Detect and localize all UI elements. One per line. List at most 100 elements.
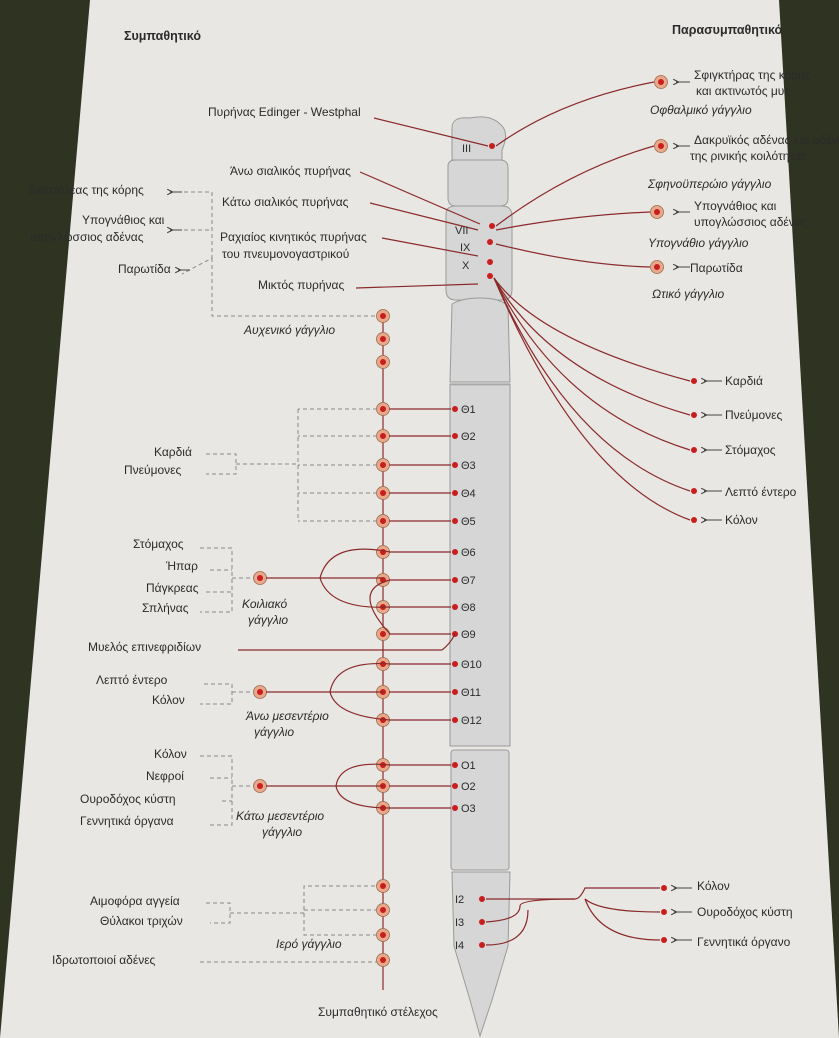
nucleus-dorsal-motor: Ραχιαίος κινητικός πυρήνας — [220, 230, 367, 244]
cranial-nucleus-dot-1 — [489, 223, 495, 229]
sacral-ganglion: Ιερό γάγγλιο — [276, 937, 342, 951]
thoracic-chain-ganglion-1-core — [380, 433, 386, 439]
page-corner-right — [779, 0, 839, 1038]
para-cranial-ganglion-1-core — [658, 143, 664, 149]
thoracic-chain-ganglion-3-core — [380, 490, 386, 496]
celiac-ganglion-node-core — [257, 575, 263, 581]
inf-mes-splanchnic — [335, 763, 391, 809]
thoracic-segment-10: Θ11 — [461, 687, 481, 699]
nucleus-superior-salivatory: Άνω σιαλικός πυρήνας — [230, 164, 351, 178]
vagus-target-dot-3 — [691, 488, 697, 494]
symp-target-stomach: Στόμαχος — [133, 537, 184, 551]
sacral-chain-ganglion-0-core — [380, 883, 386, 889]
sacral-target-dot-0 — [661, 885, 667, 891]
inf-mes-targets-bracket — [200, 755, 233, 826]
leader-ambiguus — [355, 283, 479, 289]
vagus-target-colon: Κόλον — [725, 513, 758, 527]
nerve-ix-to-otic — [495, 243, 651, 268]
vagus-target-dot-0 — [691, 378, 697, 384]
leader-superior-salivatory — [359, 171, 481, 225]
thoracic-chain-ganglion-4-core — [380, 518, 386, 524]
superior-mesenteric-ganglion-2: γάγγλιο — [254, 725, 294, 739]
sympathetic-trunk: Συμπαθητικό στέλεχος — [318, 1005, 438, 1019]
symp-target-hair-follicles: Θύλακοι τριχών — [100, 914, 183, 928]
symp-target-lungs: Πνεύμονες — [124, 463, 182, 477]
cranial-nucleus-dot-3 — [487, 259, 493, 265]
symp-target-small-intestine: Λεπτό έντερο — [96, 673, 168, 687]
nucleus-dorsal-motor-vagus: του πνευμονογαστρικού — [222, 247, 349, 261]
vagus-target-dot-1 — [691, 412, 697, 418]
cranial-nerve-x: X — [462, 260, 470, 272]
symp-target-bladder: Ουροδόχος κύστη — [80, 792, 176, 806]
header-parasympathetic: Παρασυμπαθητικό — [672, 23, 783, 37]
thoracic-root-dot-2 — [452, 462, 458, 468]
sacral-chain-ganglion-2-core — [380, 932, 386, 938]
vagus-branch-4 — [493, 277, 691, 521]
sup-mes-targets-dashes — [200, 683, 254, 705]
page-corner-left — [0, 0, 90, 1038]
spinal-cord — [445, 116, 513, 1038]
vagus-target-stomach: Στόμαχος — [725, 443, 776, 457]
cranial-nucleus-dot-4 — [487, 273, 493, 279]
thoracic-segment-1: Θ2 — [461, 431, 476, 443]
leader-dorsal-motor — [381, 237, 479, 257]
thoracic-root-dot-7 — [452, 604, 458, 610]
sup-mes-splanchnic — [329, 662, 391, 721]
lumbar-segment-0: Ο1 — [461, 760, 476, 772]
submandibular-ganglion: Υπογνάθιο γάγγλιο — [648, 236, 749, 250]
sacral-segment-1: Ι3 — [455, 917, 464, 929]
sacral-chain-ganglion-1-core — [380, 907, 386, 913]
thoracic-root-dot-11 — [452, 717, 458, 723]
thoracic-chain-ganglion-2-core — [380, 462, 386, 468]
para-target-pupil-2: και ακτινωτός μυς — [696, 84, 790, 98]
sacral-target-genitals: Γεννητικά όργανο — [697, 935, 791, 949]
leader-inferior-salivatory — [369, 202, 479, 231]
pterygopalatine-ganglion: Σφηνοϋπερώιο γάγγλιο — [647, 177, 772, 191]
sacral-root-dot-2 — [479, 942, 485, 948]
nucleus-edinger-westphal: Πυρήνας Edinger - Westphal — [208, 105, 361, 119]
symp-target-submandibular-2: υπογλώσσιος αδένας — [30, 230, 144, 244]
vagus-target-dot-4 — [691, 517, 697, 523]
cervical-chain-ganglion-1-core — [380, 336, 386, 342]
header-sympathetic: Συμπαθητικό — [124, 29, 201, 43]
thoracic-chain-ganglion-8-core — [380, 631, 386, 637]
symp-target-submandibular-1: Υπογνάθιος και — [82, 213, 165, 227]
adrenal-to-root — [441, 633, 456, 651]
symp-target-adrenal: Μυελός επινεφριδίων — [88, 640, 201, 654]
celiac-targets-bracket — [200, 547, 233, 613]
sacral-segment-0: Ι2 — [455, 894, 464, 906]
superior-mesenteric-ganglion-1: Άνω μεσεντέριο — [245, 709, 329, 723]
sacral-nerve-5 — [584, 898, 661, 941]
inferior-mesenteric-ganglion-node-core — [257, 783, 263, 789]
cervical-chain-ganglion-2-core — [380, 359, 386, 365]
nerve-vii-to-submandibular — [495, 211, 651, 231]
lumbar-root-dot-2 — [452, 805, 458, 811]
symp-target-colon-2: Κόλον — [154, 747, 187, 761]
symp-target-kidneys: Νεφροί — [146, 769, 184, 783]
celiac-ganglion-2: γάγγλιο — [248, 613, 288, 627]
para-target-lacrimal-1: Δακρυϊκός αδένας και αδένες — [694, 133, 839, 147]
celiac-splanchnic-2 — [369, 579, 391, 635]
symp-target-pupil-dilator: Διαστολέας της κόρης — [28, 183, 144, 197]
sacral-target-colon: Κόλον — [697, 879, 730, 893]
para-cranial-ganglion-0-core — [658, 79, 664, 85]
cranial-nucleus-dot-2 — [487, 239, 493, 245]
lumbar-segment-2: Ο3 — [461, 803, 476, 815]
inferior-mesenteric-ganglion-2: γάγγλιο — [262, 825, 302, 839]
vagus-target-lungs: Πνεύμονες — [725, 408, 783, 422]
thoracic-segment-8: Θ9 — [461, 629, 476, 641]
vagus-branch-2 — [493, 277, 691, 451]
thoracic-root-dot-1 — [452, 433, 458, 439]
head-dashed-3 — [211, 258, 378, 317]
symp-target-sweat-glands: Ιδρωτοποιοί αδένες — [52, 953, 156, 967]
lumbar-root-dot-0 — [452, 762, 458, 768]
thoracic-root-dot-9 — [452, 661, 458, 667]
thoracic-segment-9: Θ10 — [461, 659, 482, 671]
vagus-target-small-intestine: Λεπτό έντερο — [725, 485, 797, 499]
thoracic-segment-5: Θ6 — [461, 547, 476, 559]
skin-dashed — [206, 885, 377, 936]
symp-target-heart: Καρδιά — [154, 445, 192, 459]
thoracic-segment-4: Θ5 — [461, 516, 476, 528]
celiac-ganglion-1: Κοιλιακό — [242, 597, 287, 611]
